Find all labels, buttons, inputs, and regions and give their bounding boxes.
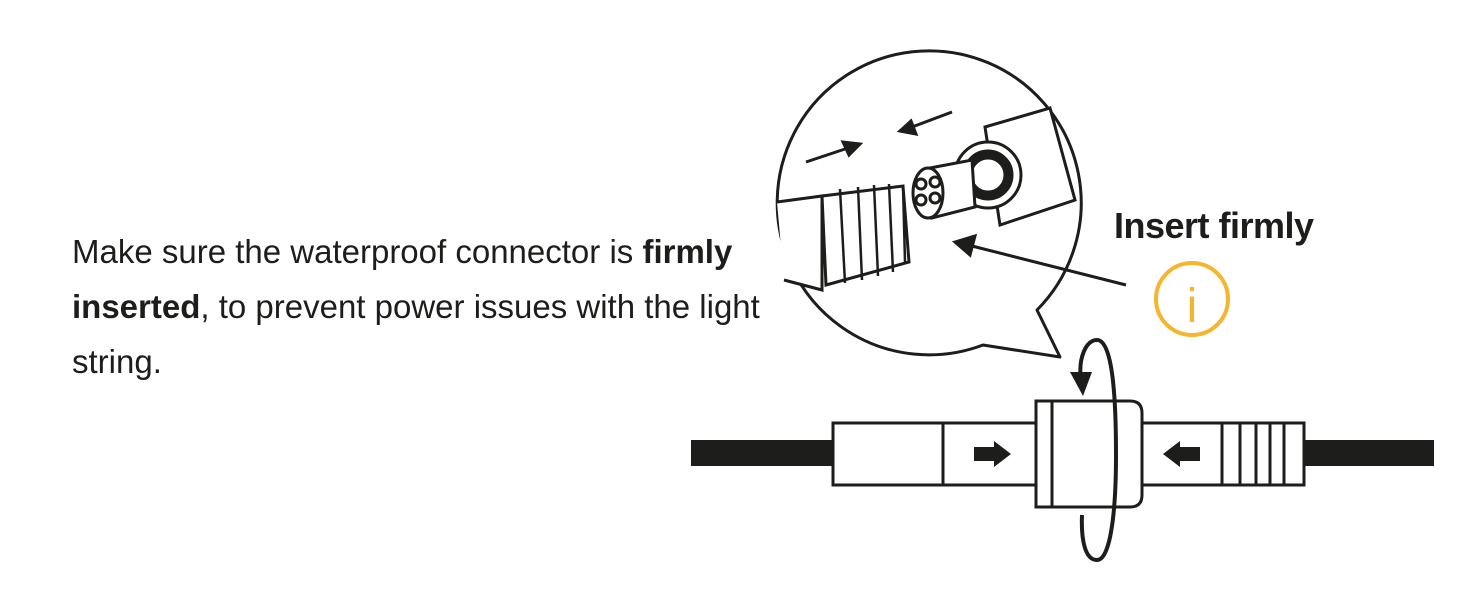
instruction-prefix: Make sure the waterproof connector is (72, 233, 643, 270)
instruction-emphasis: firmly inserted (72, 233, 733, 325)
info-icon: i (1154, 261, 1230, 337)
instruction-text: Make sure the waterproof connector is fi… (72, 224, 762, 389)
main-insert-arrows (974, 441, 1200, 467)
main-connector (691, 399, 1434, 509)
zoom-insert-arrows (805, 110, 1127, 287)
instruction-suffix: , to prevent power issues with the light… (72, 288, 760, 380)
zoomed-socket (911, 106, 1077, 227)
insert-firmly-label: Insert firmly (1114, 205, 1314, 246)
svg-text:i: i (1187, 280, 1198, 333)
zoomed-plug (776, 183, 911, 292)
twist-arrow (1070, 337, 1119, 563)
